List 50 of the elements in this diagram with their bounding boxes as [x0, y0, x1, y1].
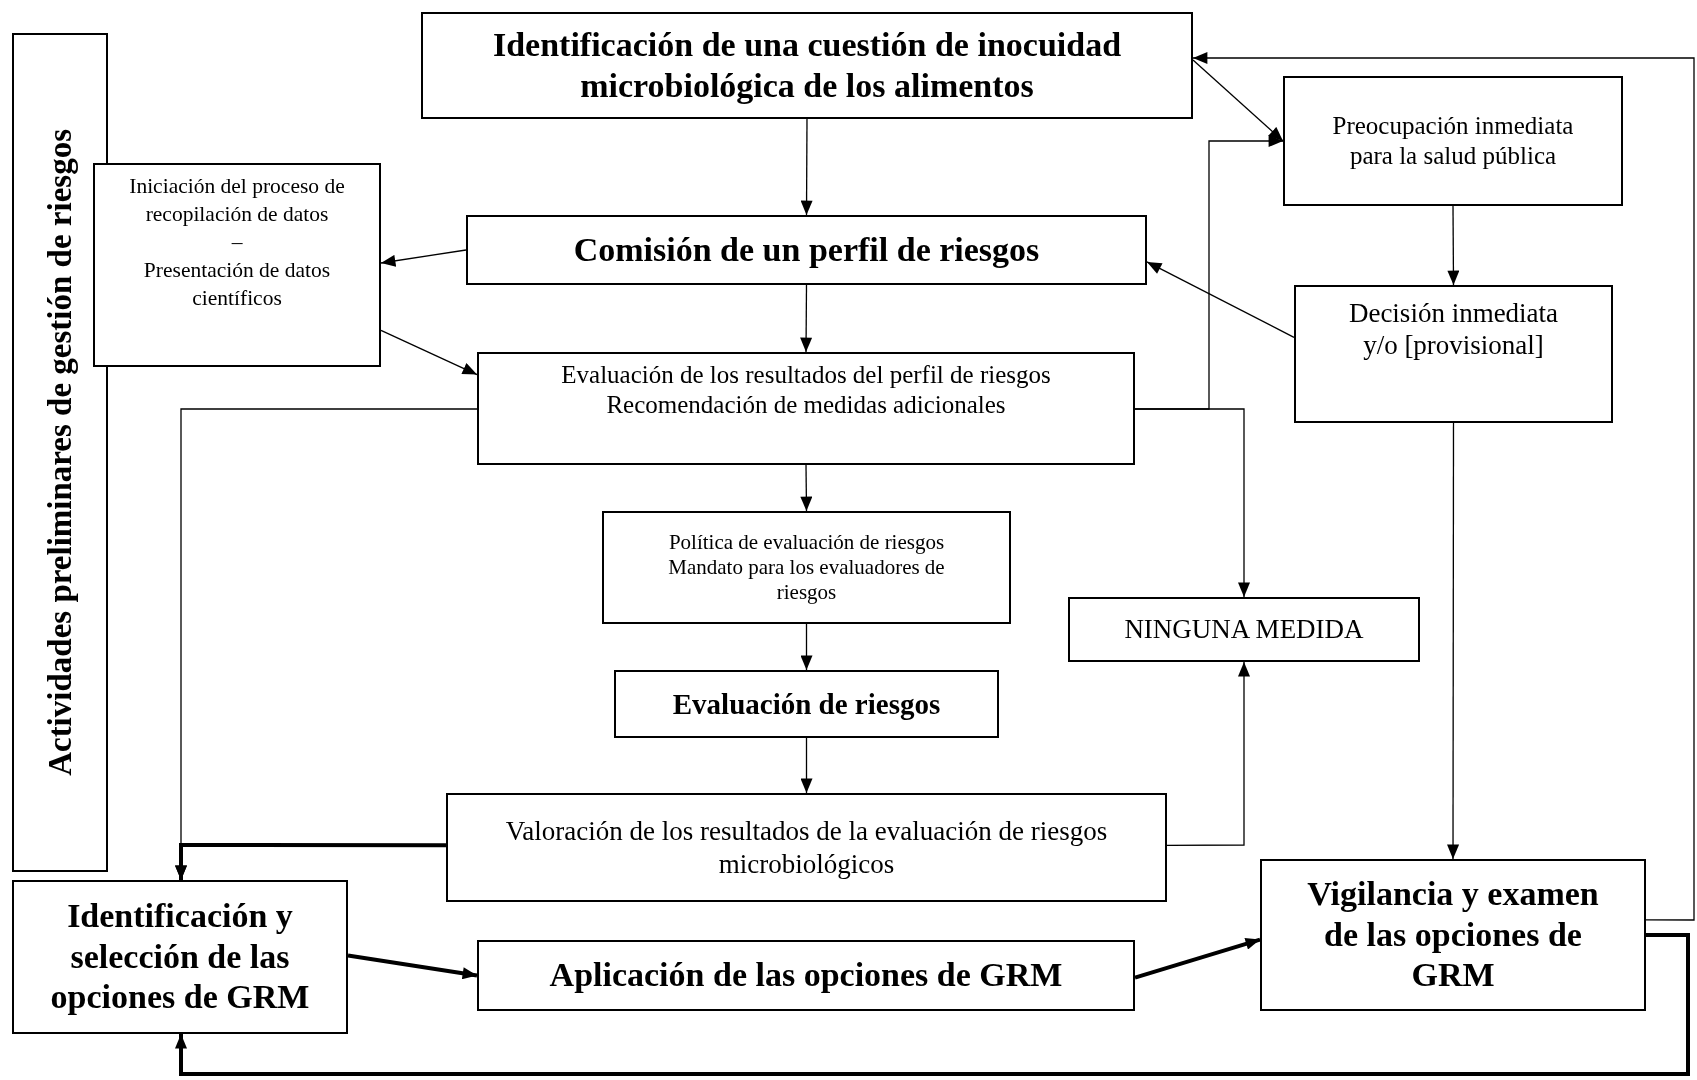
arrow	[1447, 205, 1460, 286]
arrow	[175, 843, 446, 880]
box-label: Presentación de datos científicos	[142, 256, 332, 312]
arrow	[1192, 59, 1284, 142]
process-box	[477, 352, 1135, 465]
arrow	[380, 249, 467, 267]
process-box	[466, 215, 1147, 285]
arrow	[347, 953, 478, 980]
arrow	[800, 118, 813, 216]
box-label: Evaluación de los resultados del perfil de riesgos	[561, 360, 1051, 390]
arrow	[1166, 661, 1250, 846]
box-label: Aplicación de las opciones de GRM	[549, 955, 1063, 996]
arrow	[800, 623, 813, 671]
box-label: Identificación y selección de las opciones de GRM	[49, 895, 311, 1018]
box-label: Política de evaluación de riesgos	[668, 529, 945, 555]
arrow	[1192, 52, 1695, 921]
box-label: Decisión inmediata y/o [provisional]	[1347, 297, 1560, 362]
process-box	[1260, 859, 1646, 1011]
box-label: Recomendación de medidas adicionales	[606, 390, 1006, 420]
box-label: NINGUNA MEDIDA	[1124, 613, 1364, 646]
box-label: Evaluación de riesgos	[672, 686, 941, 722]
side-label-box	[12, 33, 108, 872]
process-box	[614, 670, 999, 738]
box-label: Valoración de los resultados de la evaluación de riesgos microbiológicos	[504, 815, 1109, 880]
process-box	[602, 511, 1011, 624]
box-label: Iniciación del proceso de recopilación de datos	[128, 173, 346, 228]
arrow	[800, 737, 813, 794]
arrow	[1146, 261, 1295, 339]
arrow	[1447, 422, 1459, 860]
process-box	[12, 880, 348, 1034]
box-label: Identificación de una cuestión de inocuidad microbiológica de los alimentos	[491, 24, 1123, 106]
process-box	[1294, 285, 1613, 423]
arrow	[1134, 937, 1261, 980]
process-box	[477, 940, 1135, 1011]
process-box	[1283, 76, 1623, 206]
box-label: Actividades preliminares de gestión de riesgos	[41, 129, 79, 776]
arrow	[800, 464, 813, 512]
arrow	[380, 329, 478, 376]
box-label: Mandato para los evaluadores de riesgos	[667, 554, 946, 606]
box-label: Preocupación inmediata para la salud pública	[1331, 111, 1575, 171]
process-box	[446, 793, 1167, 902]
process-box	[93, 163, 381, 367]
box-label: Vigilancia y examen de las opciones de GRM	[1306, 873, 1600, 996]
process-box	[1068, 597, 1420, 662]
arrow	[175, 933, 1690, 1076]
box-label: Comisión de un perfil de riesgos	[573, 229, 1040, 270]
box-label: –	[231, 228, 243, 256]
arrow	[1134, 408, 1250, 598]
process-box	[421, 12, 1193, 119]
arrow	[800, 284, 813, 353]
